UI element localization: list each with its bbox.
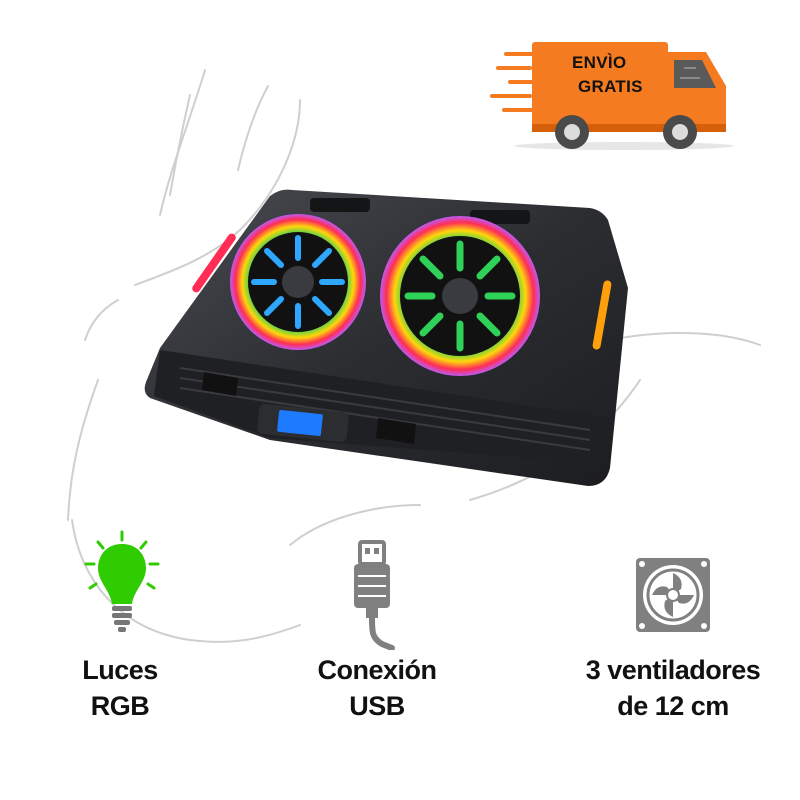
fan-left <box>230 214 366 350</box>
fan-right <box>380 216 540 376</box>
free-shipping-badge: ENVÌO GRATIS <box>490 42 734 150</box>
lcd-display <box>277 409 323 437</box>
truck-cargo-box <box>532 42 668 130</box>
feature-label-rgb: Luces RGB <box>40 652 200 724</box>
truck-wheel-icon <box>663 115 697 149</box>
lightbulb-icon <box>84 530 160 632</box>
feature-rgb-line1: Luces <box>82 655 158 685</box>
speed-lines <box>490 52 534 112</box>
feature-label-usb: Conexión USB <box>292 652 462 724</box>
usb-cable-icon <box>354 540 395 650</box>
feature-label-fans: 3 ventiladores de 12 cm <box>566 652 780 724</box>
fan-icon <box>636 558 710 632</box>
truck-wheel-icon <box>555 115 589 149</box>
badge-line-2: GRATIS <box>578 77 643 96</box>
badge-line-1: ENVÌO <box>572 53 626 72</box>
laptop-cooling-pad-image <box>144 189 628 486</box>
feature-usb-line1: Conexión <box>317 655 437 685</box>
feature-fans-line1: 3 ventiladores <box>585 655 761 685</box>
feature-rgb-line2: RGB <box>90 691 150 721</box>
feature-fans-line2: de 12 cm <box>617 691 729 721</box>
feature-usb-line2: USB <box>349 691 405 721</box>
